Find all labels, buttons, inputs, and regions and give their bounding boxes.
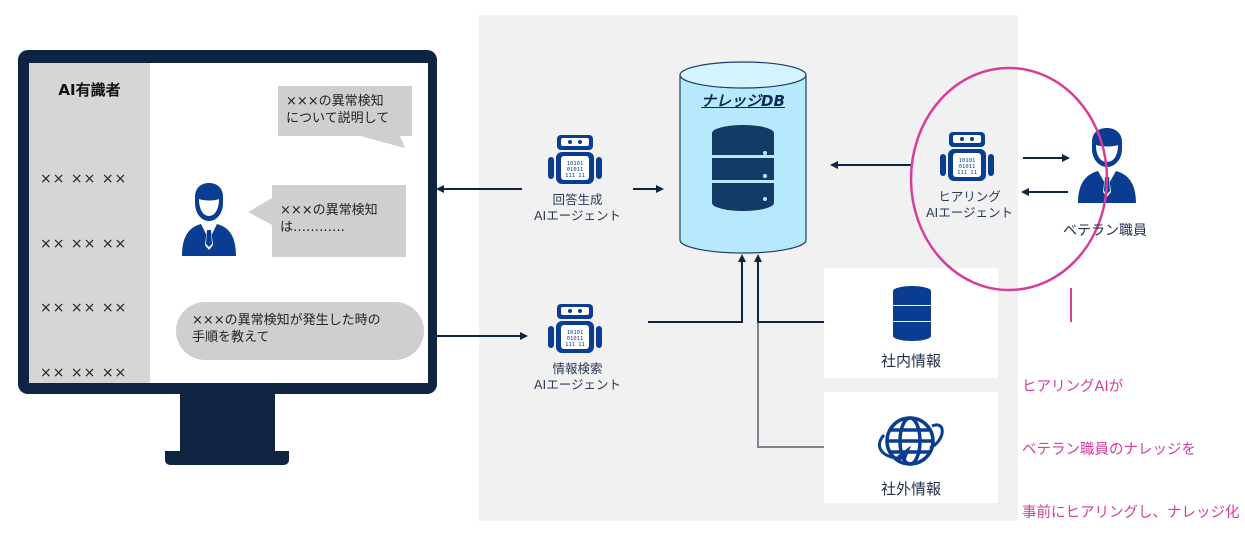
question-bubble-top: ×××の異常検知 について説明して (278, 86, 412, 136)
hearing-annotation: ヒアリングAIが ベテラン職員のナレッジを 事前にヒアリングし、ナレッジ化 (1022, 335, 1240, 545)
svg-text:01011: 01011 (959, 164, 976, 170)
bubble-text: について説明して (286, 111, 390, 126)
annotation-line: ヒアリングAIが (1022, 379, 1124, 395)
agent-type: AIエージェント (534, 208, 621, 223)
monitor-stand (180, 394, 275, 456)
hearing-agent-label: ヒアリング AIエージェント (912, 189, 1027, 221)
answer-bubble: ×××の異常検知 は………… (272, 185, 406, 257)
chat-sidebar (29, 63, 150, 383)
svg-text:10101: 10101 (567, 330, 584, 336)
history-item[interactable]: ×× ×× ×× (40, 171, 128, 187)
agent-type: AIエージェント (926, 205, 1013, 220)
search-agent-label: 情報検索 AIエージェント (520, 361, 635, 393)
agent-name: ヒアリング (938, 189, 1001, 204)
user-person-icon (182, 183, 236, 256)
external-info-card (824, 392, 998, 503)
agent-name: 回答生成 (552, 192, 603, 207)
veteran-label: ベテラン職員 (1063, 223, 1147, 239)
history-item[interactable]: ×× ×× ×× (40, 235, 128, 252)
veteran-person-icon (1078, 128, 1136, 203)
connector-internal-to-db (754, 254, 824, 323)
bubble-text: は………… (280, 220, 346, 235)
history-item[interactable]: ×× ×× ×× (40, 364, 128, 381)
bubble-text: ×××の異常検知が発生した時の (192, 313, 381, 328)
agent-type: AIエージェント (534, 377, 621, 392)
external-info-label: 社外情報 (880, 480, 941, 498)
database-icon (893, 286, 931, 341)
globe-icon (877, 416, 944, 466)
svg-text:111 11: 111 11 (957, 170, 977, 176)
svg-text:111 11: 111 11 (565, 342, 585, 348)
monitor-base (165, 451, 289, 465)
database-server-icon (712, 125, 774, 211)
history-item[interactable]: ×× ×× ×× (40, 300, 128, 316)
internal-info-label: 社内情報 (880, 352, 941, 370)
svg-text:01011: 01011 (567, 336, 584, 342)
svg-text:01011: 01011 (567, 167, 584, 173)
hearing-highlight-ellipse (909, 66, 1109, 292)
question-bubble-bottom: ×××の異常検知が発生した時の 手順を教えて (176, 302, 424, 360)
annotation-line: 事前にヒアリングし、ナレッジ化 (1022, 505, 1240, 521)
agent-name: 情報検索 (552, 361, 603, 376)
connector-external-to-db (757, 323, 824, 448)
bubble-text: ×××の異常検知 (280, 203, 378, 218)
sidebar-history: ×× ×× ×× ×× ×× ×× ×× ×× ×× ×× ×× ×× (40, 126, 127, 406)
svg-text:10101: 10101 (959, 158, 976, 164)
bubble-tail-top (360, 136, 405, 148)
annotation-line: ベテラン職員のナレッジを (1022, 442, 1196, 458)
answer-agent-label: 回答生成 AIエージェント (520, 192, 635, 224)
bubble-text: ×××の異常検知 (286, 94, 384, 109)
connector-search-to-db (648, 254, 746, 323)
knowledge-db-title: ナレッジDB (701, 92, 785, 110)
sidebar-title: AI有識者 (58, 81, 121, 99)
svg-text:10101: 10101 (567, 161, 584, 167)
bubble-text: 手順を教えて (192, 330, 270, 345)
svg-text:111 11: 111 11 (565, 173, 585, 179)
bubble-tail-answer (248, 198, 272, 225)
